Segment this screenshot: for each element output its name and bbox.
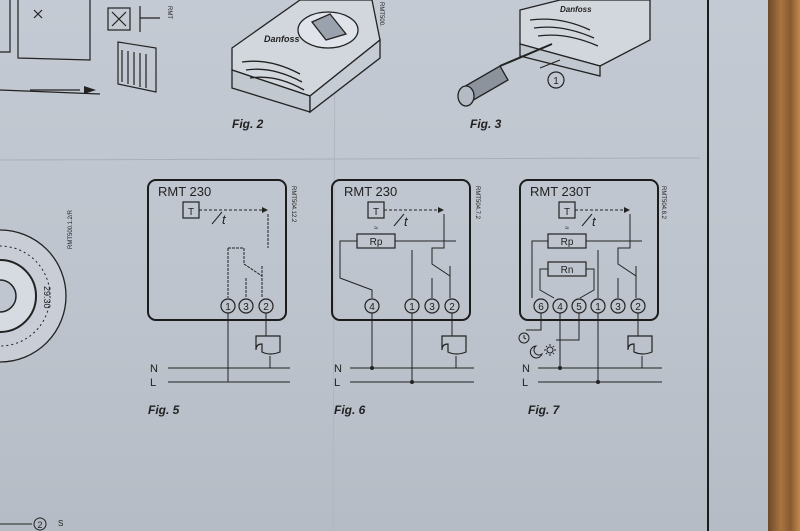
fig2-caption: Fig. 2	[232, 117, 264, 131]
bottom-callout-number: 2	[37, 520, 42, 530]
clock-icon	[518, 332, 530, 344]
fan-heater-icon	[255, 335, 281, 355]
terminal	[424, 298, 440, 314]
thermostat-housing	[147, 179, 287, 321]
fig7-code: RMT504.8.2	[660, 186, 666, 220]
terminal-label: 4	[369, 302, 375, 313]
fig6-code: RMT504.7.2	[474, 186, 480, 220]
fig2-code: RMT500.	[378, 2, 384, 27]
heat-symbol: ≈	[374, 225, 378, 232]
neutral-label: N	[522, 363, 530, 375]
live-label: L	[334, 377, 340, 389]
arrow-icon	[84, 86, 96, 94]
fig6-caption: Fig. 6	[334, 403, 366, 417]
fig7-caption: Fig. 7	[528, 403, 561, 417]
terminal-label: 3	[615, 302, 621, 313]
terminal-label: 2	[635, 302, 641, 313]
terminal-label: 3	[243, 302, 249, 313]
callout-circle	[547, 71, 565, 89]
fig3-caption: Fig. 3	[470, 117, 502, 131]
thermostat-housing	[519, 179, 659, 321]
brand-logo: Danfoss	[264, 34, 300, 44]
terminal-label: 4	[557, 302, 563, 313]
neutral-label: N	[150, 363, 158, 375]
terminal-label: 3	[429, 302, 435, 313]
terminal	[238, 298, 254, 314]
terminal-label: 2	[263, 302, 269, 313]
temp-symbol: t	[592, 214, 597, 229]
resistor-label: Rp	[561, 237, 574, 248]
top-left-code: RMT	[166, 6, 172, 19]
bottom-mark: S	[58, 519, 63, 528]
temp-symbol: t	[404, 214, 409, 229]
terminal-label: 1	[409, 302, 415, 313]
terminal-label: 2	[449, 302, 455, 313]
fig2-thermostat-illustration	[231, 0, 381, 114]
sensor-label: T	[188, 207, 194, 218]
fig7-model-title: RMT 230T	[530, 184, 591, 199]
fan-heater-icon	[441, 335, 467, 355]
dial-illustration	[0, 229, 67, 363]
terminal-label: 1	[225, 302, 231, 313]
terminal-label: 6	[538, 302, 544, 313]
terminal-label: 5	[576, 302, 582, 313]
dial-scale-label: 29.30	[42, 286, 52, 309]
terminal-label: 1	[595, 302, 601, 313]
heat-symbol: ≈	[565, 225, 569, 232]
resistor-label: Rp	[370, 237, 383, 248]
screwdriver-icon	[457, 43, 553, 107]
arrow-icon	[539, 59, 561, 69]
sun-icon	[544, 344, 556, 356]
dial-code: RMT500.1.2/R	[68, 209, 74, 249]
thermostat-housing	[331, 179, 471, 321]
room-illustration	[0, 0, 160, 95]
moon-icon	[529, 345, 544, 359]
sensor-label: T	[564, 207, 570, 218]
neutral-label: N	[334, 363, 342, 375]
terminal	[610, 298, 626, 314]
fig7-wiring-diagram: RMT 230T T t ≈ Rp Rn 6 4 5 1 3 2	[518, 179, 666, 417]
fig5-caption: Fig. 5	[148, 403, 180, 417]
fig5-wiring-diagram: RMT 230 T t 1 3 2 N L RMT504.12.2 Fig. 5	[147, 179, 296, 417]
live-label: L	[522, 377, 528, 389]
temp-symbol: t	[222, 212, 227, 227]
resistor-label: Rn	[561, 265, 574, 276]
brand-logo: Danfoss	[560, 5, 592, 14]
paper-sheet	[0, 0, 780, 531]
wood-background	[768, 0, 800, 531]
fold-line	[0, 157, 701, 161]
fan-heater-icon	[627, 335, 653, 355]
callout-circle	[33, 517, 47, 531]
fig5-model-title: RMT 230	[158, 184, 211, 199]
live-label: L	[150, 377, 156, 389]
fig5-code: RMT504.12.2	[290, 186, 296, 223]
fig6-wiring-diagram: RMT 230 T t ≈ Rp 4 1 3 2 N L RMT504.7.2 …	[331, 179, 480, 417]
fig6-model-title: RMT 230	[344, 184, 397, 199]
fig3-callout-number: 1	[553, 76, 559, 87]
sensor-label: T	[373, 207, 379, 218]
